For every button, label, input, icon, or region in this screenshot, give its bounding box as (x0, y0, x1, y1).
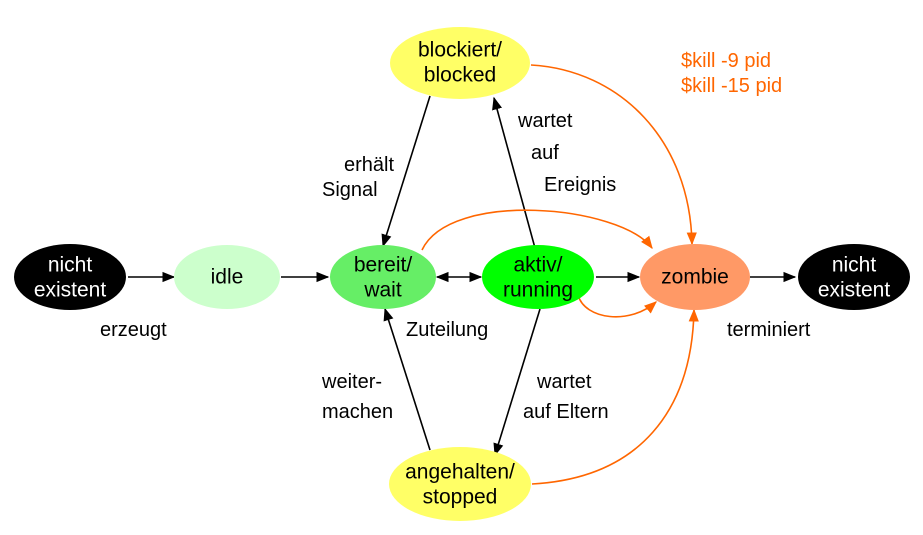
node-blocked-line2: blocked (424, 64, 496, 87)
node-end: nicht existent (798, 244, 910, 310)
label-continue-line2: machen (322, 401, 393, 423)
node-idle: idle (174, 245, 280, 309)
arrow-blocked-to-zombie (530, 64, 697, 246)
node-running-line1: aktiv/ (513, 254, 562, 277)
node-end-line1: nicht (832, 254, 877, 277)
node-ready-shape (330, 245, 436, 309)
node-zombie-shape (640, 244, 750, 310)
node-blocked-line1: blockiert/ (418, 39, 502, 62)
node-stopped-line2: stopped (423, 486, 498, 509)
label-created: erzeugt (100, 319, 167, 341)
label-terminated: terminiert (727, 319, 811, 341)
arrow-running-to-blocked (492, 96, 536, 249)
kill-arrows (421, 64, 699, 485)
node-stopped-shape (389, 447, 531, 521)
node-running-line2: running (503, 279, 573, 302)
node-start-shape (14, 244, 126, 310)
arrow-running-to-stopped (493, 308, 541, 457)
node-idle-label: idle (211, 266, 244, 289)
label-waits-event-line3: Ereignis (544, 174, 616, 196)
node-ready: bereit/ wait (330, 245, 436, 309)
node-blocked: blockiert/ blocked (390, 27, 530, 99)
arrow-running-to-zombie-kill (577, 294, 657, 318)
node-blocked-shape (390, 27, 530, 99)
node-end-line2: existent (818, 279, 891, 302)
label-waits-event-line1: wartet (517, 110, 573, 132)
label-continue-line1: weiter- (321, 371, 382, 393)
label-signal-line1: erhält (344, 154, 394, 176)
transition-arrows (128, 95, 797, 457)
node-ready-line2: wait (363, 279, 402, 302)
node-running-shape (482, 245, 594, 309)
arrow-stopped-to-ready (383, 307, 431, 451)
arrow-stopped-to-zombie (531, 308, 699, 485)
arrow-blocked-to-ready (381, 95, 431, 248)
node-zombie-label: zombie (661, 266, 729, 289)
label-kill-15: $kill -15 pid (681, 75, 782, 97)
node-running: aktiv/ running (482, 245, 594, 309)
transition-labels: erzeugt terminiert Zuteilung erhält Sign… (100, 50, 811, 423)
label-waits-parent-line1: wartet (536, 371, 592, 393)
node-start-line2: existent (34, 279, 107, 302)
node-stopped: angehalten/ stopped (389, 447, 531, 521)
label-kill-9: $kill -9 pid (681, 50, 771, 72)
label-waits-event-line2: auf (531, 142, 559, 164)
node-start-line1: nicht (48, 254, 93, 277)
label-dispatch: Zuteilung (406, 319, 488, 341)
node-zombie: zombie (640, 244, 750, 310)
label-signal-line2: Signal (322, 179, 378, 201)
arrow-ready-to-zombie (421, 209, 653, 251)
node-idle-shape (174, 245, 280, 309)
node-end-shape (798, 244, 910, 310)
label-waits-parent-line2: auf Eltern (523, 401, 609, 423)
node-stopped-line1: angehalten/ (405, 461, 515, 484)
node-start: nicht existent (14, 244, 126, 310)
node-ready-line1: bereit/ (354, 254, 413, 277)
